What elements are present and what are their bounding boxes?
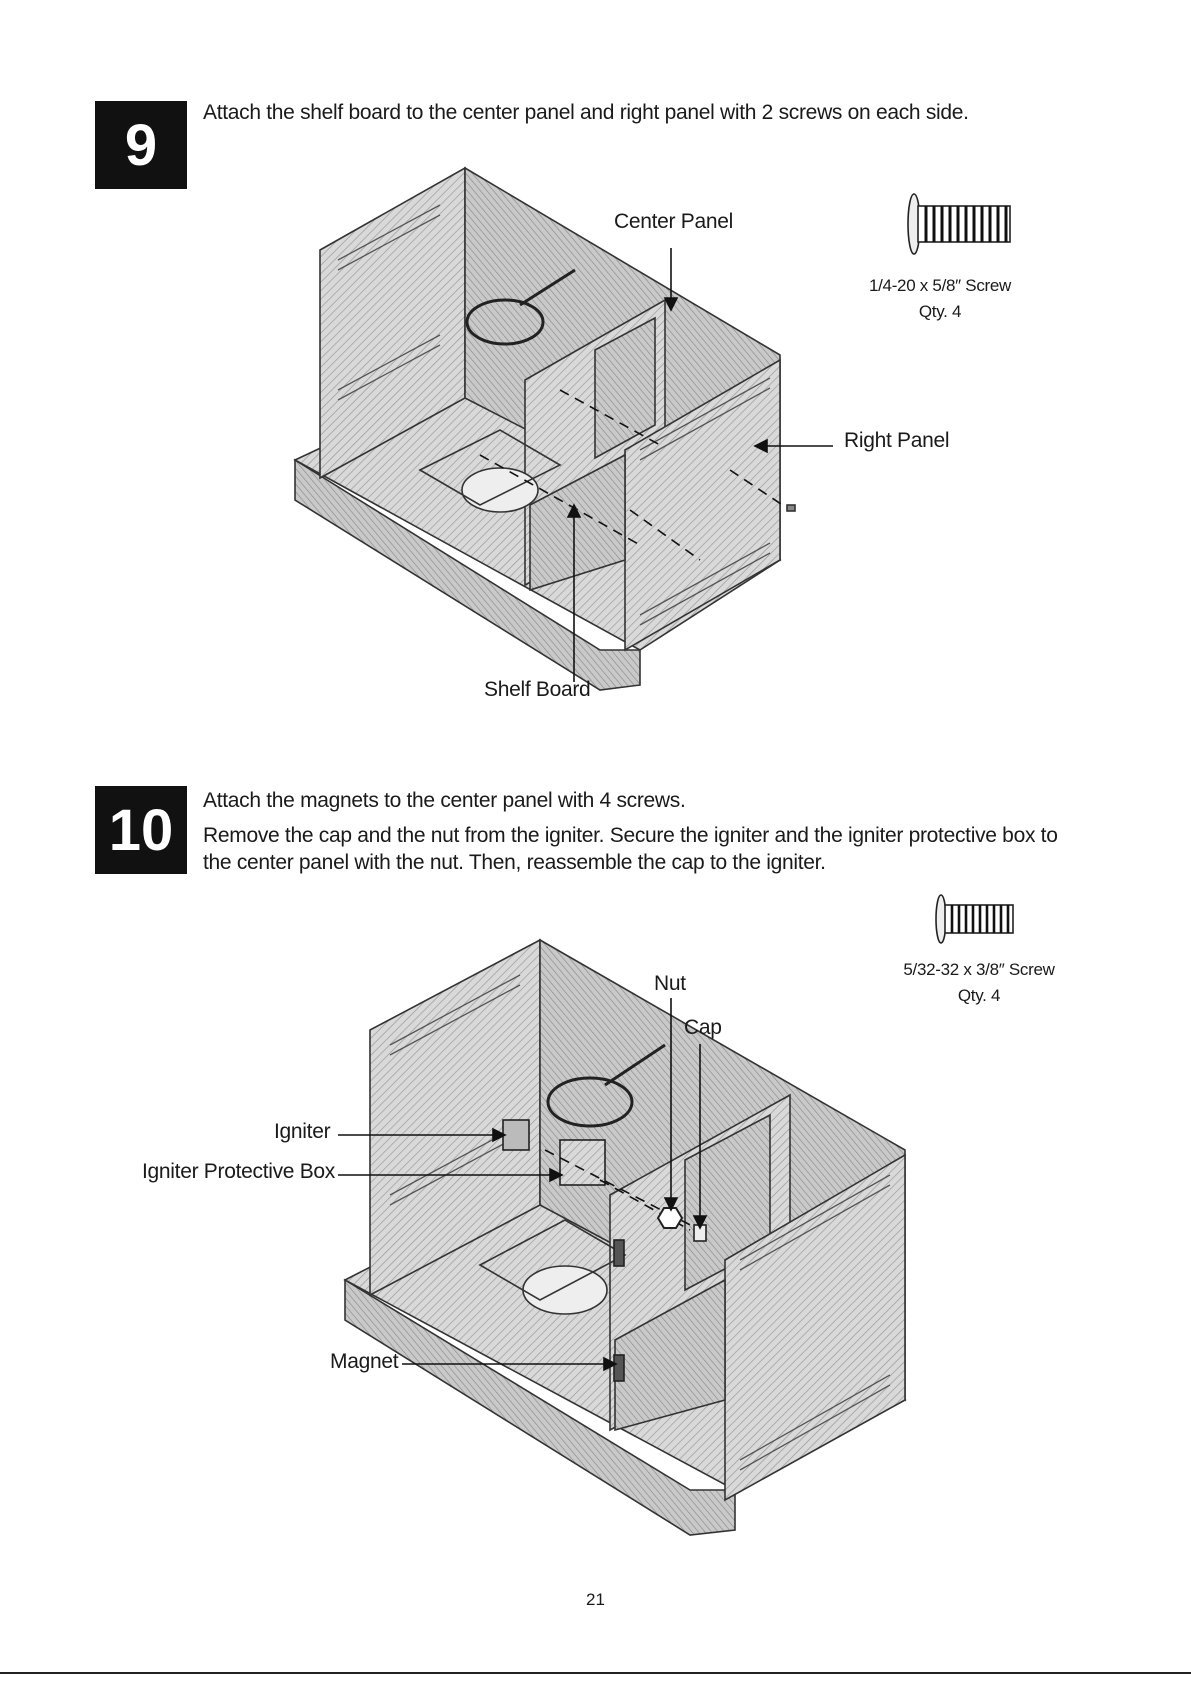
step-10-badge: 10 bbox=[95, 786, 187, 874]
cabinet-drawing-step9 bbox=[293, 166, 796, 691]
step-9-number: 9 bbox=[124, 112, 158, 178]
label-right-panel: Right Panel bbox=[844, 429, 950, 452]
step-10-instruction-2: Remove the cap and the nut from the igni… bbox=[203, 824, 1058, 874]
label-nut: Nut bbox=[654, 972, 686, 995]
page-number: 21 bbox=[586, 1590, 605, 1609]
step-9-hardware: 1/4-20 x 5/8″ Screw Qty. 4 bbox=[840, 273, 1040, 325]
step-10-instruction-1: Attach the magnets to the center panel w… bbox=[203, 789, 686, 812]
label-igniter-protective-box: Igniter Protective Box bbox=[142, 1160, 335, 1183]
step-10-hardware-qty: Qty. 4 bbox=[957, 986, 1001, 1005]
step-9-hardware-qty: Qty. 4 bbox=[918, 302, 962, 321]
screw-icon bbox=[907, 193, 1011, 255]
label-igniter: Igniter bbox=[274, 1120, 331, 1143]
label-cap: Cap bbox=[684, 1016, 722, 1039]
screw-icon-small bbox=[935, 894, 1014, 944]
step-10-hardware: 5/32-32 x 3/8″ Screw Qty. 4 bbox=[866, 957, 1092, 1009]
step-9-instruction: Attach the shelf board to the center pan… bbox=[203, 101, 969, 124]
step-10-number: 10 bbox=[108, 797, 174, 863]
cabinet-drawing-step10 bbox=[343, 938, 907, 1536]
step-9-hardware-spec: 1/4-20 x 5/8″ Screw bbox=[868, 276, 1012, 295]
label-shelf-board: Shelf Board bbox=[484, 678, 591, 701]
footer-rule bbox=[0, 1672, 1191, 1674]
step-9-badge: 9 bbox=[95, 101, 187, 189]
label-center-panel: Center Panel bbox=[614, 210, 733, 233]
step-9-illustration bbox=[293, 166, 1011, 691]
label-magnet: Magnet bbox=[330, 1350, 399, 1373]
step-10-hardware-spec: 5/32-32 x 3/8″ Screw bbox=[903, 960, 1055, 979]
